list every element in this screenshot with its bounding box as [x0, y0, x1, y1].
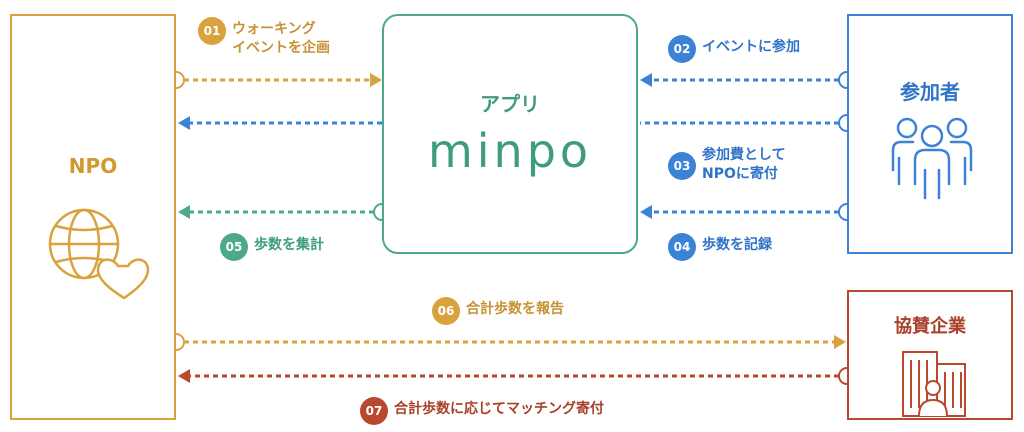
step-02-badge: 02: [668, 35, 696, 63]
arrow-04: [640, 203, 856, 221]
step-07-badge: 07: [360, 397, 388, 425]
step-07: 07 合計歩数に応じてマッチング寄付: [360, 397, 604, 425]
participants-box: 参加者: [847, 14, 1013, 254]
arrow-03: [640, 114, 856, 132]
arrow-07: [178, 367, 856, 385]
step-07-text: 合計歩数に応じてマッチング寄付: [394, 401, 604, 417]
step-01-badge: 01: [198, 17, 226, 45]
arrow-donation-to-npo: [178, 116, 382, 130]
app-box: アプリ minpo: [382, 14, 638, 254]
app-label: アプリ: [480, 92, 540, 116]
step-04-badge: 04: [668, 233, 696, 261]
arrow-06: [167, 333, 846, 351]
arrow-02: [640, 71, 856, 89]
sponsors-title: 協賛企業: [894, 316, 966, 337]
arrow-05: [178, 203, 391, 221]
step-04: 04 歩数を記録: [668, 233, 772, 261]
step-05: 05 歩数を集計: [220, 233, 324, 261]
step-02-text: イベントに参加: [702, 39, 800, 55]
arrow-01: [167, 71, 382, 89]
step-01: 01 ウォーキング イベントを企画: [198, 17, 330, 58]
step-03-text: 参加費として NPOに寄付: [702, 147, 786, 182]
step-03-badge: 03: [668, 152, 696, 180]
step-06-badge: 06: [432, 297, 460, 325]
participants-title: 参加者: [900, 80, 960, 104]
people-icon: [891, 117, 973, 200]
step-06: 06 合計歩数を報告: [432, 297, 564, 325]
step-06-text: 合計歩数を報告: [466, 301, 564, 317]
step-02: 02 イベントに参加: [668, 35, 800, 63]
building-icon: [902, 351, 966, 417]
step-05-badge: 05: [220, 233, 248, 261]
step-01-text: ウォーキング イベントを企画: [232, 21, 330, 56]
npo-title: NPO: [68, 154, 118, 178]
step-03: 03 参加費として NPOに寄付: [668, 146, 786, 184]
npo-box: NPO: [10, 14, 176, 420]
step-04-text: 歩数を記録: [702, 237, 772, 253]
step-05-text: 歩数を集計: [254, 237, 324, 253]
sponsors-box: 協賛企業: [847, 290, 1013, 420]
app-logo: minpo: [427, 124, 593, 178]
globe-heart-icon: [48, 208, 150, 300]
